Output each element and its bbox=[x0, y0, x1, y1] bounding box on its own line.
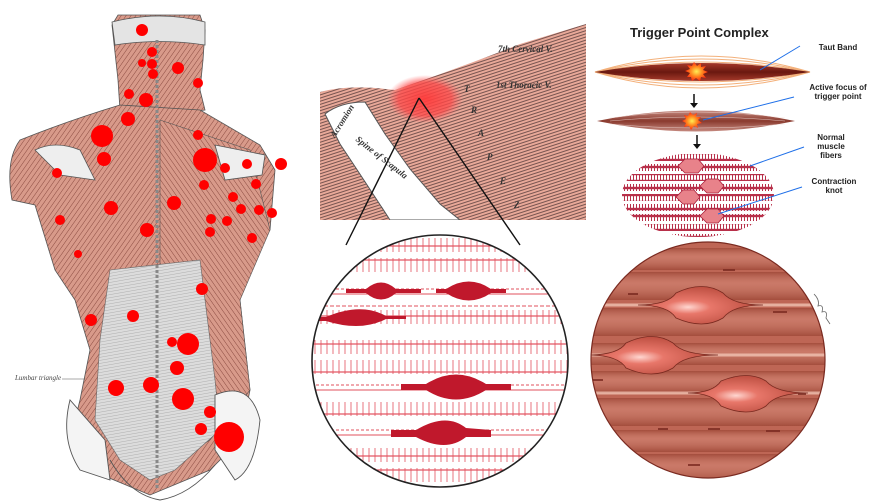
trigger-point-marker bbox=[196, 283, 208, 295]
trigger-point-marker bbox=[214, 422, 244, 452]
trigger-point-marker bbox=[139, 93, 153, 107]
trigger-point-complex-diagram bbox=[594, 55, 811, 237]
trigger-point-marker bbox=[148, 69, 158, 79]
trigger-point-marker bbox=[140, 223, 154, 237]
trigger-point-marker bbox=[172, 62, 184, 74]
trigger-point-marker bbox=[108, 380, 124, 396]
trigger-point-marker bbox=[74, 250, 82, 258]
trigger-point-complex: Trigger Point Complex bbox=[590, 20, 880, 240]
callout-taut-band: Taut Band bbox=[818, 43, 858, 52]
trigger-point-marker bbox=[193, 130, 203, 140]
trigger-point-marker bbox=[85, 314, 97, 326]
trigger-point-marker bbox=[220, 163, 230, 173]
trigger-point-marker bbox=[170, 361, 184, 375]
trigger-point-marker bbox=[242, 159, 252, 169]
trapezius-letter-a: A bbox=[478, 128, 485, 138]
trigger-point-marker bbox=[127, 310, 139, 322]
artist-signature bbox=[813, 293, 831, 325]
trigger-point-marker bbox=[104, 201, 118, 215]
trigger-point-marker bbox=[177, 333, 199, 355]
trigger-point-marker bbox=[167, 196, 181, 210]
back-trigger-point-map: Lumbar triangle bbox=[0, 0, 300, 501]
thoracic-label: 1st Thoracic V. bbox=[496, 80, 552, 90]
callout-lines bbox=[702, 45, 805, 215]
trigger-point-marker bbox=[143, 377, 159, 393]
trapezius-letter-p: P bbox=[487, 152, 493, 162]
trapezius-letter-z: Z bbox=[514, 200, 520, 210]
trapezius-letter-e: E bbox=[500, 176, 507, 186]
callout-normal-fibers: Normal muscle fibers bbox=[817, 133, 845, 160]
trigger-point-marker bbox=[97, 152, 111, 166]
trigger-point-complex-title: Trigger Point Complex bbox=[630, 25, 769, 40]
trigger-point-marker bbox=[121, 112, 135, 126]
trigger-point-marker bbox=[138, 59, 146, 67]
trigger-point-marker bbox=[147, 59, 157, 69]
trigger-point-marker bbox=[206, 214, 216, 224]
trigger-point-marker bbox=[91, 125, 113, 147]
trigger-point-marker bbox=[172, 388, 194, 410]
trapezius-letter-t: T bbox=[464, 84, 470, 94]
cervical-label: 7th Cervical V. bbox=[498, 44, 553, 54]
trapezius-illustration bbox=[320, 24, 586, 220]
trigger-point-marker bbox=[254, 205, 264, 215]
trigger-point-marker bbox=[136, 24, 148, 36]
trigger-point-marker bbox=[195, 423, 207, 435]
trigger-point-marker bbox=[204, 406, 216, 418]
trapezius-letter-r: R bbox=[471, 105, 478, 115]
trigger-point-marker bbox=[247, 233, 257, 243]
trigger-point-marker bbox=[222, 216, 232, 226]
fiber-schematic-illustration bbox=[311, 234, 569, 488]
trigger-point-marker bbox=[267, 208, 277, 218]
trigger-point-marker bbox=[236, 204, 246, 214]
trigger-point-marker bbox=[275, 158, 287, 170]
trigger-point-marker bbox=[228, 192, 238, 202]
trigger-point-marker bbox=[124, 89, 134, 99]
trapezius-closeup: 7th Cervical V. 1st Thoracic V. Acromion… bbox=[320, 24, 586, 220]
trigger-point-marker bbox=[167, 337, 177, 347]
trigger-point-marker bbox=[205, 227, 215, 237]
lumbar-triangle-label: Lumbar triangle bbox=[15, 374, 62, 382]
trigger-point-marker bbox=[199, 180, 209, 190]
trigger-point-marker bbox=[147, 47, 157, 57]
trigger-point-marker bbox=[193, 78, 203, 88]
trigger-point-marker bbox=[55, 215, 65, 225]
fiber-rendered-illustration bbox=[590, 241, 826, 479]
fiber-schematic-circle bbox=[306, 232, 576, 494]
callout-active-focus: Active focus of trigger point bbox=[809, 83, 867, 101]
trigger-point-marker bbox=[52, 168, 62, 178]
callout-contraction-knot: Contraction knot bbox=[811, 177, 857, 195]
trigger-point-marker bbox=[251, 179, 261, 189]
trigger-point-marker bbox=[193, 148, 217, 172]
fiber-illustration-circle bbox=[588, 238, 831, 484]
trigger-point-markers bbox=[52, 24, 287, 452]
